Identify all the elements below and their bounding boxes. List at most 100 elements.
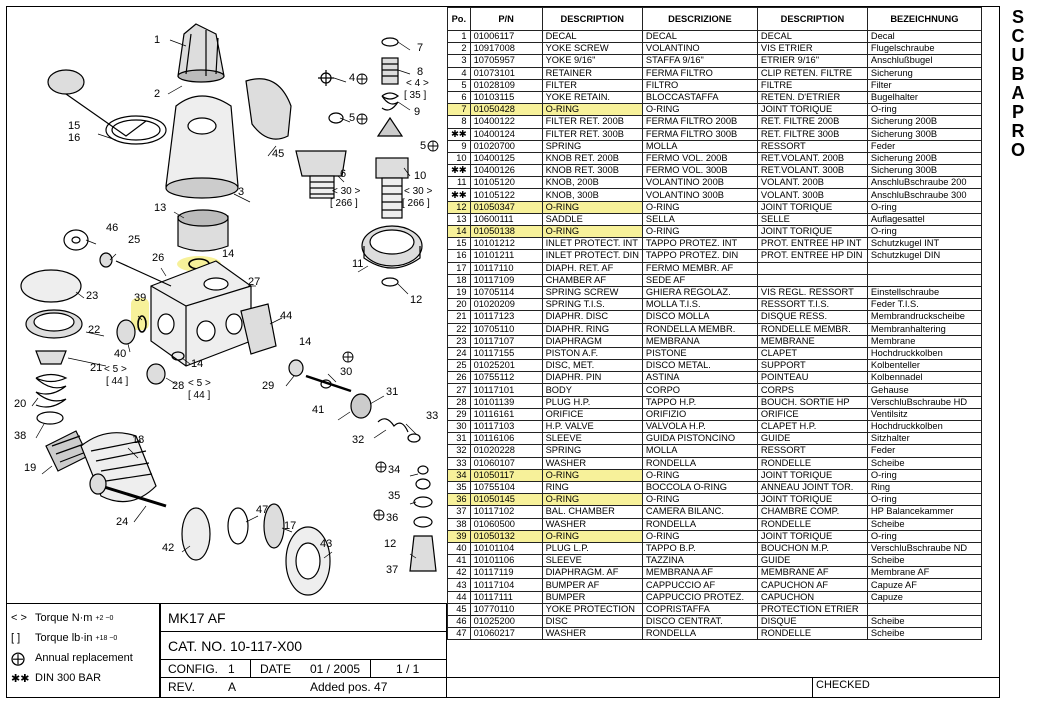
cell-de: Kolbennadel [866, 371, 982, 385]
torque-6-lbin: [ 266 ] [330, 198, 358, 209]
cell-de [866, 261, 982, 275]
part-label-5b: 5 [420, 140, 427, 152]
header-position: Po. [447, 7, 471, 31]
cell-no: 3 [447, 54, 471, 68]
part-label-32: 32 [352, 434, 365, 446]
date-label: DATE [260, 662, 292, 676]
cell-no: 23 [447, 334, 471, 348]
part-label-37: 37 [386, 564, 399, 576]
cell-it: VOLANTINO 200B [641, 176, 758, 190]
cell-it: CAPPUCCIO AF [641, 578, 758, 592]
part-label-17: 17 [284, 520, 297, 532]
cell-en: O-RING [541, 529, 643, 543]
torque-8-nm: < 4 > [406, 78, 429, 89]
part-label-45: 45 [272, 148, 285, 160]
torque-lbin-symbol: [ ] [11, 632, 21, 644]
cell-fr: ANNEAU JOINT TOR. [756, 480, 868, 495]
cell-no: 26 [447, 371, 471, 385]
cell-it: FERMA FILTRO 300B [641, 127, 758, 141]
brand-letter: S [1011, 7, 1024, 27]
cell-pn: 10400125 [469, 151, 543, 166]
cell-de: Sicherung 200B [866, 115, 982, 129]
cell-en: DISC, MET. [541, 359, 643, 373]
part-label-23: 23 [86, 290, 99, 302]
cell-de: Flugelschraube [866, 42, 982, 56]
cell-de: Membranhaltering [866, 322, 982, 336]
cell-no: 42 [447, 566, 471, 580]
cell-fr: CAPUCHON AF [756, 578, 868, 592]
cell-it: TAPPO H.P. [641, 395, 758, 409]
cell-pn: 10117123 [469, 310, 543, 324]
part-label-10: 10 [414, 170, 427, 182]
cell-de: Bugelhalter [866, 90, 982, 105]
cell-en: KNOB, 200B [541, 176, 643, 190]
cell-it: O-RING [641, 200, 758, 214]
part-label-21: 21 [90, 362, 103, 374]
cell-en: WASHER [541, 456, 643, 470]
cell-no: ✱✱ [447, 127, 471, 141]
cell-en: KNOB, 300B [541, 188, 643, 202]
cell-de: O-ring [866, 529, 982, 543]
cell-en: FILTER RET. 300B [541, 127, 643, 141]
cell-en: DIAPHR. RING [541, 322, 643, 336]
cell-pn: 01020209 [469, 298, 543, 312]
part-label-19: 19 [24, 462, 37, 474]
cell-it: VOLANTINO [641, 42, 758, 56]
cell-en: WASHER [541, 627, 643, 641]
cell-fr: GUIDE [756, 432, 868, 446]
part-label-29: 29 [262, 380, 275, 392]
part-label-41: 41 [312, 404, 325, 416]
cell-no: 43 [447, 578, 471, 592]
title-block: MK17 AF CAT. NO. 10-117-X00 CONFIG. 1 DA… [160, 603, 447, 697]
cell-en: BUMPER AF [541, 578, 643, 592]
cell-fr: JOINT TORIQUE [756, 468, 868, 482]
cell-de: Schutzkugel INT [866, 237, 982, 251]
cell-de: O-ring [866, 493, 982, 507]
cell-pn: 01050145 [469, 493, 543, 507]
part-label-35: 35 [388, 490, 401, 502]
cell-it: TAPPO PROTEZ. DIN [641, 249, 758, 263]
cell-pn: 01050138 [469, 224, 543, 239]
cell-fr: MEMBRANE AF [756, 566, 868, 580]
cell-no: 41 [447, 554, 471, 568]
cell-en: O-RING [541, 224, 643, 239]
part-label-38: 38 [14, 430, 27, 442]
sheet-number: 1 / 1 [396, 662, 420, 676]
cell-pn: 10600111 [469, 212, 543, 227]
cell-no: 27 [447, 383, 471, 397]
cell-it: O-RING [641, 493, 758, 507]
cell-de: Anschlußbugel [866, 54, 982, 68]
cell-fr: RONDELLE MEMBR. [756, 322, 868, 336]
cell-no: 38 [447, 517, 471, 531]
cell-pn: 10101104 [469, 541, 543, 556]
cell-it: TAZZINA [641, 554, 758, 568]
cell-en: ORIFICE [541, 407, 643, 422]
torque-6-nm: < 30 > [332, 186, 361, 197]
cell-de [866, 273, 982, 287]
cell-it: VALVOLA H.P. [641, 419, 758, 434]
cell-it: PISTONE [641, 346, 758, 361]
legend-torque-lbin: [ ] Torque lb·in +18 −0 [7, 628, 159, 648]
part-label-14c: 14 [299, 336, 312, 348]
cell-it: COPRISTAFFA [641, 602, 758, 617]
cell-no: 45 [447, 602, 471, 617]
rev-note: Added pos. 47 [310, 680, 388, 694]
cell-de: Hochdruckkolben [866, 346, 982, 361]
cell-fr: ORIFICE [756, 407, 868, 422]
model-name: MK17 AF [168, 610, 226, 626]
cell-no: 20 [447, 298, 471, 312]
cell-fr: RESSORT [756, 444, 868, 458]
header-descrizione-it: DESCRIZIONE [641, 7, 758, 31]
cell-pn: 01050132 [469, 529, 543, 543]
cell-en: WASHER [541, 517, 643, 531]
cell-de: O-ring [866, 103, 982, 117]
